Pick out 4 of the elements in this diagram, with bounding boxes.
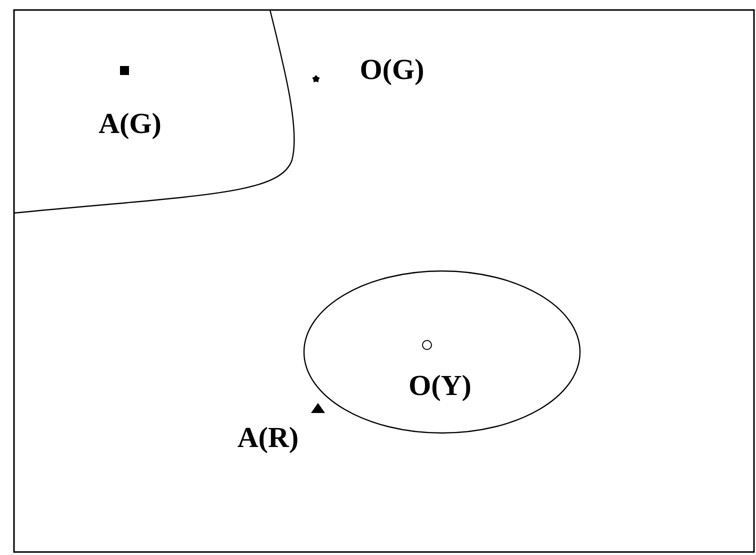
region-label: A(G): [98, 112, 160, 140]
region-label: O(Y): [410, 374, 470, 402]
point-label: O(G): [361, 58, 423, 86]
point-label: A(R): [238, 426, 298, 454]
